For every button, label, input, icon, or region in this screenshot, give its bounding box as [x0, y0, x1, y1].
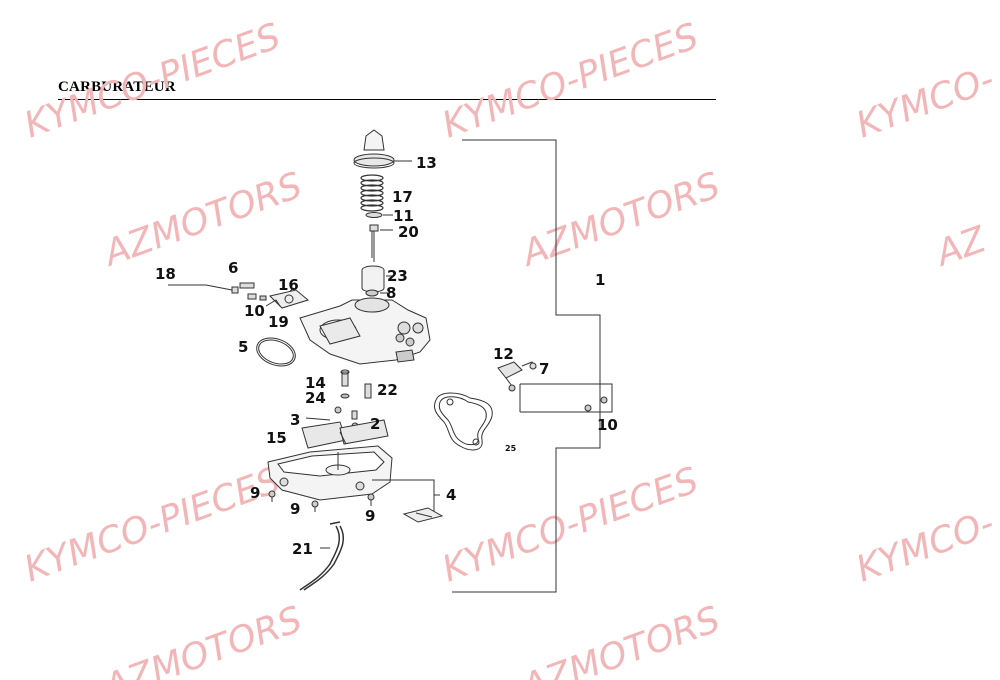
- part-3-pin: [305, 406, 342, 421]
- part-15-float: [301, 419, 389, 449]
- callout-16: 16: [278, 276, 299, 294]
- bracket-part-10-right: [519, 383, 613, 413]
- callout-10: 10: [597, 416, 618, 434]
- part-14-jet: [340, 369, 350, 387]
- part-12-choke: [497, 361, 523, 392]
- title-rule: [58, 99, 716, 100]
- callout-17: 17: [392, 188, 413, 206]
- part-24-washer: [340, 393, 350, 399]
- float-bowl: [267, 445, 393, 501]
- part-20-needle: [369, 224, 379, 262]
- callout-24: 24: [305, 389, 326, 407]
- part-7-screw: [521, 361, 537, 370]
- part-10-washer: [247, 293, 267, 301]
- part-11-clip: [365, 212, 383, 218]
- callout-23: 23: [387, 267, 408, 285]
- part-6-screw: [239, 282, 255, 289]
- callout-25: 25: [505, 444, 517, 453]
- carburetor-body: [299, 297, 431, 365]
- callout-22: 22: [377, 381, 398, 399]
- callout-10: 10: [244, 302, 265, 320]
- callout-9: 9: [290, 500, 300, 518]
- page-title: CARBURATEUR: [58, 79, 176, 95]
- part-9-screw: [311, 500, 319, 512]
- callout-6: 6: [228, 259, 238, 277]
- part-17-spring: [360, 174, 384, 212]
- part-8-oring: [365, 289, 379, 297]
- part-5-gasket: [256, 337, 296, 367]
- part-23-slide: [361, 265, 385, 293]
- callout-1: 1: [595, 271, 605, 289]
- callout-12: 12: [493, 345, 514, 363]
- callout-15: 15: [266, 429, 287, 447]
- callout-9: 9: [365, 507, 375, 525]
- callout-9: 9: [250, 484, 260, 502]
- callout-8: 8: [386, 284, 396, 302]
- callout-4: 4: [446, 486, 456, 504]
- callout-18: 18: [155, 265, 176, 283]
- part-21-tube: [299, 521, 345, 591]
- callout-13: 13: [416, 154, 437, 172]
- callout-7: 7: [539, 360, 549, 378]
- callout-21: 21: [292, 540, 313, 558]
- callout-3: 3: [290, 411, 300, 429]
- part-9-screw: [268, 490, 276, 502]
- callout-11: 11: [393, 207, 414, 225]
- part-19-clip: [265, 299, 281, 307]
- part-25-gasket: [433, 392, 493, 451]
- part-13-cap: [353, 129, 395, 169]
- callout-5: 5: [238, 338, 248, 356]
- part-16-plate: [269, 289, 310, 309]
- callout-14: 14: [305, 374, 326, 392]
- callout-20: 20: [398, 223, 419, 241]
- part-4-plate: [402, 507, 444, 523]
- part-18-screw: [205, 284, 239, 294]
- bracket-part-4: [372, 479, 440, 512]
- bracket-part-1: [452, 139, 601, 593]
- leader-16: [289, 287, 295, 292]
- callout-2: 2: [370, 415, 380, 433]
- part-9-screw: [367, 493, 375, 506]
- callout-19: 19: [268, 313, 289, 331]
- part-22-jet: [364, 383, 372, 399]
